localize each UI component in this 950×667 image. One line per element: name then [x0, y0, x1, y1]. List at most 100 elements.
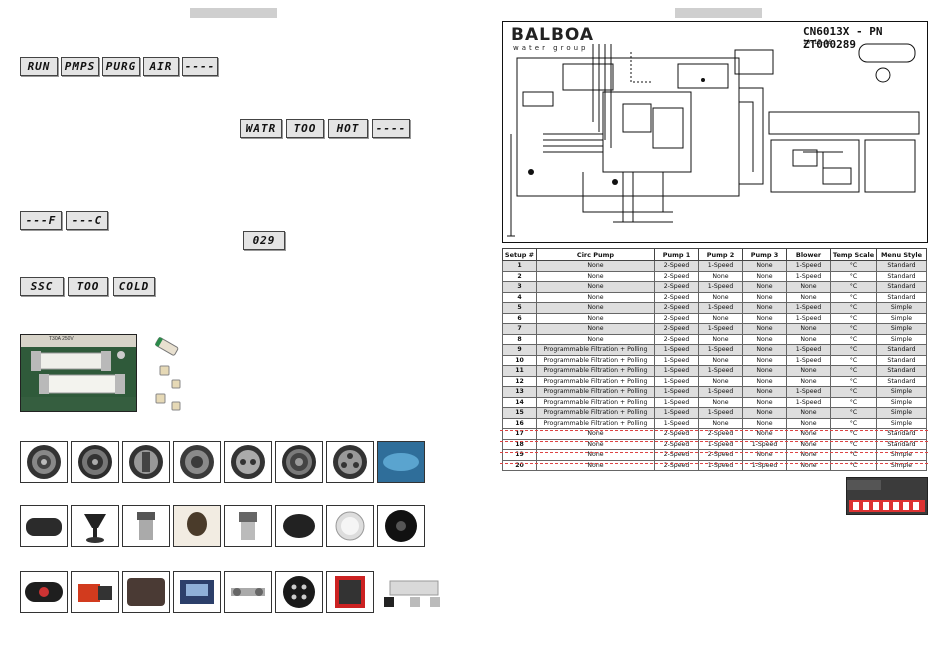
highlight-dash-line-3: [500, 452, 928, 453]
header-temp-scale: Temp Scale: [830, 248, 877, 261]
table-cell: 1-Speed: [698, 323, 743, 335]
table-cell: None: [742, 333, 787, 345]
fuse-label: T30A 250V: [49, 336, 74, 342]
table-cell: None: [536, 333, 655, 345]
table-cell: Simple: [876, 333, 927, 345]
table-cell: 1-Speed: [698, 407, 743, 419]
setup-table: Setup # Circ Pump Pump 1 Pump 2 Pump 3 B…: [502, 248, 927, 471]
control-box-thumb: [173, 571, 221, 613]
highlight-dash-line-4: [500, 463, 928, 464]
table-cell: Simple: [876, 459, 927, 471]
table-cell: °C: [830, 459, 877, 471]
table-cell: 16: [502, 417, 537, 429]
loose-fuses-photo: [150, 336, 184, 416]
table-cell: °C: [830, 344, 877, 356]
table-cell: 1-Speed: [654, 344, 699, 356]
table-cell: 4: [502, 291, 537, 303]
table-cell: None: [786, 365, 831, 377]
table-cell: Standard: [876, 354, 927, 366]
table-cell: 1-Speed: [654, 386, 699, 398]
table-cell: None: [698, 270, 743, 282]
table-cell: 2: [502, 270, 537, 282]
table-cell: None: [742, 291, 787, 303]
table-cell: 20: [502, 459, 537, 471]
jet-thumb-7: [326, 441, 374, 483]
table-cell: 1-Speed: [786, 260, 831, 272]
table-cell: Programmable Filtration + Polling: [536, 396, 655, 408]
table-cell: Simple: [876, 386, 927, 398]
table-cell: 6: [502, 312, 537, 324]
table-cell: 10: [502, 354, 537, 366]
table-cell: Standard: [876, 291, 927, 303]
balboa-logo: BALBOA: [511, 25, 595, 45]
table-cell: None: [536, 459, 655, 471]
table-cell: None: [698, 417, 743, 429]
table-cell: °C: [830, 281, 877, 293]
jet-thumb-3: [122, 441, 170, 483]
diverter-thumb: [173, 505, 221, 547]
table-cell: 13: [502, 386, 537, 398]
table-cell: 8: [502, 333, 537, 345]
lcd-air: AIR: [143, 57, 179, 76]
jet-thumb-6: [275, 441, 323, 483]
lcd-too-1: TOO: [286, 119, 324, 138]
table-cell: 7: [502, 323, 537, 335]
cabinet-thumb: [326, 571, 374, 613]
hose-reel-thumb: [377, 505, 425, 547]
table-cell: None: [536, 270, 655, 282]
table-cell: 5: [502, 302, 537, 314]
table-cell: 1-Speed: [698, 281, 743, 293]
table-cell: None: [536, 291, 655, 303]
light-thumb: [326, 505, 374, 547]
topside-panel-thumb: [275, 571, 323, 613]
table-cell: None: [786, 417, 831, 429]
table-cell: None: [742, 354, 787, 366]
table-cell: Simple: [876, 396, 927, 408]
table-cell: 1-Speed: [742, 459, 787, 471]
table-cell: None: [742, 365, 787, 377]
jet-thumb-1: [20, 441, 68, 483]
table-cell: °C: [830, 270, 877, 282]
table-cell: Simple: [876, 302, 927, 314]
table-cell: None: [786, 407, 831, 419]
table-cell: None: [786, 375, 831, 387]
table-cell: 1-Speed: [698, 459, 743, 471]
table-cell: 15: [502, 407, 537, 419]
table-cell: 2-Speed: [654, 260, 699, 272]
table-cell: 2-Speed: [654, 459, 699, 471]
lcd-too-2: TOO: [68, 277, 108, 296]
highlight-dash-line-1: [500, 430, 928, 431]
table-cell: °C: [830, 375, 877, 387]
table-cell: None: [698, 354, 743, 366]
setup-table-header-row: Setup # Circ Pump Pump 1 Pump 2 Pump 3 B…: [502, 248, 927, 261]
circuit-drawing: [507, 43, 920, 237]
table-cell: Standard: [876, 281, 927, 293]
table-cell: None: [786, 281, 831, 293]
table-cell: None: [742, 396, 787, 408]
table-cell: Standard: [876, 344, 927, 356]
table-cell: 1-Speed: [698, 260, 743, 272]
table-cell: °C: [830, 323, 877, 335]
table-cell: °C: [830, 260, 877, 272]
table-cell: 1-Speed: [698, 365, 743, 377]
table-cell: None: [742, 323, 787, 335]
pump-thumb: [71, 571, 119, 613]
table-cell: None: [698, 333, 743, 345]
table-cell: 1-Speed: [654, 396, 699, 408]
table-cell: Programmable Filtration + Polling: [536, 375, 655, 387]
table-cell: 1-Speed: [654, 354, 699, 366]
table-cell: None: [742, 386, 787, 398]
table-cell: 1-Speed: [786, 396, 831, 408]
cover-thumb: [377, 441, 425, 483]
lcd-ssc: SSC: [20, 277, 64, 296]
table-cell: °C: [830, 417, 877, 429]
